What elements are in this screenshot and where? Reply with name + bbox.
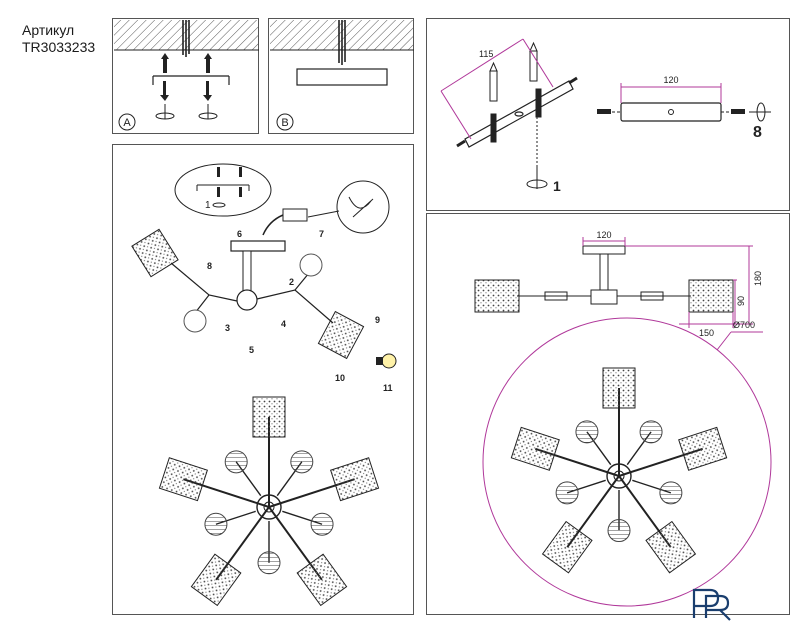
hub bbox=[590, 289, 618, 305]
shade bbox=[158, 457, 209, 502]
article-label: Артикул bbox=[22, 22, 75, 38]
top-view-chandelier bbox=[510, 367, 728, 574]
globe-shade bbox=[183, 309, 207, 333]
logo-icon bbox=[692, 588, 731, 621]
globe-shade bbox=[224, 450, 248, 474]
globe-shade bbox=[310, 512, 334, 536]
screw-icon bbox=[490, 88, 542, 143]
assembly-panel: 1 2 bbox=[112, 144, 414, 615]
shade bbox=[329, 457, 380, 502]
shade bbox=[678, 426, 728, 471]
mounting-panel: 115 1 120 8 bbox=[426, 18, 790, 211]
dowel-right-icon bbox=[204, 53, 212, 73]
shade bbox=[190, 553, 242, 607]
part-7: 7 bbox=[319, 229, 324, 239]
rotate-icon bbox=[526, 167, 548, 189]
canopy bbox=[230, 240, 286, 252]
dim-plate: 120 bbox=[663, 75, 678, 85]
rod bbox=[599, 253, 609, 291]
shade bbox=[317, 310, 365, 360]
globe-shade bbox=[555, 481, 579, 505]
panel-a: A bbox=[112, 18, 259, 134]
part-6: 6 bbox=[237, 229, 242, 239]
part-3: 3 bbox=[225, 323, 230, 333]
dim-lines bbox=[482, 237, 772, 607]
shade-right bbox=[688, 279, 734, 313]
globe-shade bbox=[257, 551, 281, 575]
shade-left bbox=[474, 279, 520, 313]
part-10: 10 bbox=[335, 373, 345, 383]
callout-wiring bbox=[307, 180, 390, 234]
globe-shade bbox=[299, 253, 323, 277]
canopy bbox=[582, 245, 626, 255]
article-number: TR3033233 bbox=[22, 39, 96, 55]
wires bbox=[182, 20, 190, 57]
part-8: 8 bbox=[207, 261, 212, 271]
dim-height-total: 180 bbox=[753, 271, 763, 286]
dim-shade-length: 150 bbox=[699, 328, 714, 338]
callout-step: 1 bbox=[205, 200, 211, 211]
step-rotate: 1 bbox=[553, 178, 561, 194]
panel-b-drawing: B bbox=[270, 20, 414, 131]
globe-shade bbox=[639, 420, 663, 444]
part-5: 5 bbox=[249, 345, 254, 355]
shade bbox=[645, 520, 697, 574]
panel-b-label: B bbox=[281, 117, 288, 129]
ceiling-plate bbox=[597, 102, 745, 122]
dim-bracket: 115 bbox=[479, 49, 493, 59]
rotate-icon bbox=[155, 104, 218, 120]
dowel-right-icon bbox=[529, 41, 538, 82]
mounting-bracket bbox=[456, 76, 578, 148]
part-numbers: 2 3 4 5 6 7 8 9 10 11 bbox=[207, 229, 393, 393]
part-9: 9 bbox=[375, 315, 380, 325]
dimensions-drawing: 120 180 90 150 Ø700 bbox=[474, 230, 772, 607]
canopy-plate bbox=[296, 68, 388, 86]
part-4: 4 bbox=[281, 319, 286, 329]
dim-height-arm: 90 bbox=[736, 296, 746, 306]
panel-a-label: A bbox=[123, 117, 131, 129]
product-article: Артикул TR3033233 bbox=[22, 22, 95, 56]
wires bbox=[338, 20, 346, 65]
shade bbox=[252, 396, 286, 438]
screw-left-icon bbox=[597, 109, 611, 114]
dowel-left-icon bbox=[161, 53, 169, 73]
top-view-chandelier bbox=[158, 396, 380, 607]
screw-right-icon bbox=[731, 109, 745, 114]
part-11: 11 bbox=[383, 383, 393, 393]
panel-a-drawing: A bbox=[114, 20, 259, 131]
callout-mount: 1 bbox=[174, 163, 272, 217]
dimensions-panel: 120 180 90 150 Ø700 bbox=[426, 213, 790, 615]
assembly-drawing: 1 2 bbox=[131, 163, 397, 607]
screw-left-icon bbox=[160, 81, 169, 101]
panel-b: B bbox=[268, 18, 414, 134]
dowel-left-icon bbox=[489, 61, 498, 102]
part-2: 2 bbox=[289, 277, 294, 287]
globe-shade bbox=[659, 481, 683, 505]
rotate-icon bbox=[749, 102, 771, 122]
step-screw: 8 bbox=[753, 124, 762, 141]
screw-right-icon bbox=[203, 81, 212, 101]
shade bbox=[510, 426, 560, 471]
dim-bracket-line bbox=[440, 38, 554, 140]
shade bbox=[296, 553, 348, 607]
shade bbox=[541, 520, 593, 574]
shade bbox=[602, 367, 636, 409]
globe-shade bbox=[575, 420, 599, 444]
hub bbox=[236, 289, 258, 311]
mounting-drawing: 115 1 120 8 bbox=[440, 38, 771, 194]
dim-plate-line bbox=[620, 83, 722, 103]
bulb-icon bbox=[376, 353, 397, 369]
dim-width: 120 bbox=[596, 230, 611, 240]
globe-shade bbox=[607, 519, 631, 543]
globe-shade bbox=[290, 450, 314, 474]
dim-diameter: Ø700 bbox=[733, 320, 755, 330]
shade bbox=[131, 228, 179, 278]
globe-shade bbox=[204, 512, 228, 536]
